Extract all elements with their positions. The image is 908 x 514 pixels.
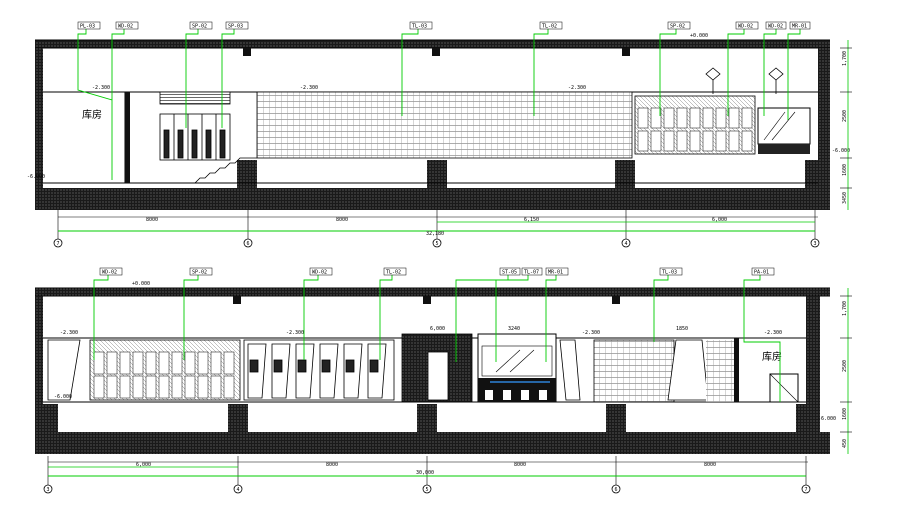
tag-bottom-5: TL-07 (524, 270, 539, 276)
axis-bottom-4: 7 (804, 487, 807, 493)
tag-bottom-6: MR-01 (548, 270, 563, 276)
tag-top-7: WD-02 (738, 24, 753, 30)
locker-group (159, 91, 231, 161)
dim-note-0: 6,000 (430, 326, 445, 332)
vdim-top-3: 3450 (842, 192, 848, 204)
tag-top-9: MR-01 (792, 24, 807, 30)
tag-top-1: WD-02 (118, 24, 133, 30)
roof-slab (35, 40, 830, 48)
level-bottom-floor-right: -6.000 (818, 416, 836, 422)
vdim-top-0: 1,700 (842, 51, 848, 66)
vdim-bottom-3: 450 (842, 439, 848, 448)
tag-top-0: PL-03 (80, 24, 95, 30)
dim-bottom-total: 30,000 (416, 470, 434, 476)
axis-top-4: 3 (813, 241, 816, 247)
tag-top-3: SP-03 (228, 24, 243, 30)
level-top-roof-right: +0.000 (690, 33, 708, 39)
dim-bottom-2: 8000 (514, 462, 526, 468)
vdim-top-1: 2500 (842, 110, 848, 122)
level-bottom-ceiling-mid2: -2.300 (582, 330, 600, 336)
tile-wall-tl (256, 91, 633, 159)
level-bottom-ceiling-left: -2.300 (60, 330, 78, 336)
tag-top-8: WD-02 (768, 24, 783, 30)
axis-bottom-1: 4 (236, 487, 239, 493)
material-tags-top (77, 26, 801, 180)
tag-top-6: SP-02 (670, 24, 685, 30)
axis-top-2: 5 (435, 241, 438, 247)
wall-lamp (705, 67, 784, 94)
tag-bottom-2: WD-02 (312, 270, 327, 276)
tag-bottom-3: TL-02 (386, 270, 401, 276)
level-top-floor-right: -6.000 (832, 148, 850, 154)
axis-top-0: 7 (56, 241, 59, 247)
dim-note-1: 3240 (508, 326, 520, 332)
tag-bottom-1: SP-02 (192, 270, 207, 276)
dim-top-0: 8000 (146, 217, 158, 223)
tag-bottom-4: ST-05 (502, 270, 517, 276)
tag-bottom-0: WD-02 (102, 270, 117, 276)
level-bottom-ceiling-mid1: -2.300 (286, 330, 304, 336)
dimension-chain-bottom (47, 456, 808, 486)
level-top-ceiling-right: -2.300 (568, 85, 586, 91)
stair (194, 157, 257, 184)
level-top-ceiling-mid: -2.300 (300, 85, 318, 91)
vdim-bottom-1: 2500 (842, 360, 848, 372)
dim-note-2: 1850 (676, 326, 688, 332)
dim-top-total: 32,180 (426, 231, 444, 237)
floor-slab (35, 188, 830, 210)
level-bottom-ceiling-right: -2.300 (764, 330, 782, 336)
dim-bottom-3: 8000 (704, 462, 716, 468)
vdim-bottom-0: 1,700 (842, 301, 848, 316)
tag-bottom-8: PA-01 (754, 270, 769, 276)
axis-top-3: 4 (624, 241, 627, 247)
vdim-bottom-2: 1600 (842, 408, 848, 420)
dim-bottom-1: 8000 (326, 462, 338, 468)
tile-stair-wall (593, 339, 675, 403)
axis-top-1: 6 (246, 241, 249, 247)
level-bottom-floor-left: -6.000 (54, 394, 72, 400)
top-elevation: 库房 (27, 21, 852, 248)
level-bottom-roof-left: +0.000 (132, 281, 150, 287)
tag-top-4: TL-03 (412, 24, 427, 30)
cubicle-row (243, 339, 395, 401)
level-top-ceiling-left: -2.300 (92, 85, 110, 91)
room-label-storeroom: 库房 (82, 108, 102, 121)
tag-top-2: SP-02 (192, 24, 207, 30)
tag-bottom-7: TL-03 (662, 270, 677, 276)
dim-bottom-0: 6,000 (136, 462, 151, 468)
dim-top-3: 6,000 (712, 217, 727, 223)
dim-top-1: 8000 (336, 217, 348, 223)
bottom-elevation: 库房 WD-02 SP-02 WD-02 TL-02 ST-05 (35, 267, 852, 494)
dim-top-2: 6,150 (524, 217, 539, 223)
tag-top-5: TL-02 (542, 24, 557, 30)
vdim-top-2: 1600 (842, 164, 848, 176)
axis-bottom-3: 6 (614, 487, 617, 493)
material-tags-bottom (93, 272, 781, 402)
axis-bottom-2: 5 (425, 487, 428, 493)
axis-bottom-0: 3 (46, 487, 49, 493)
room-label-storeroom-bottom: 库房 (762, 350, 782, 363)
dimension-chain-top (57, 210, 818, 240)
level-top-floor-left: -6.000 (27, 174, 45, 180)
